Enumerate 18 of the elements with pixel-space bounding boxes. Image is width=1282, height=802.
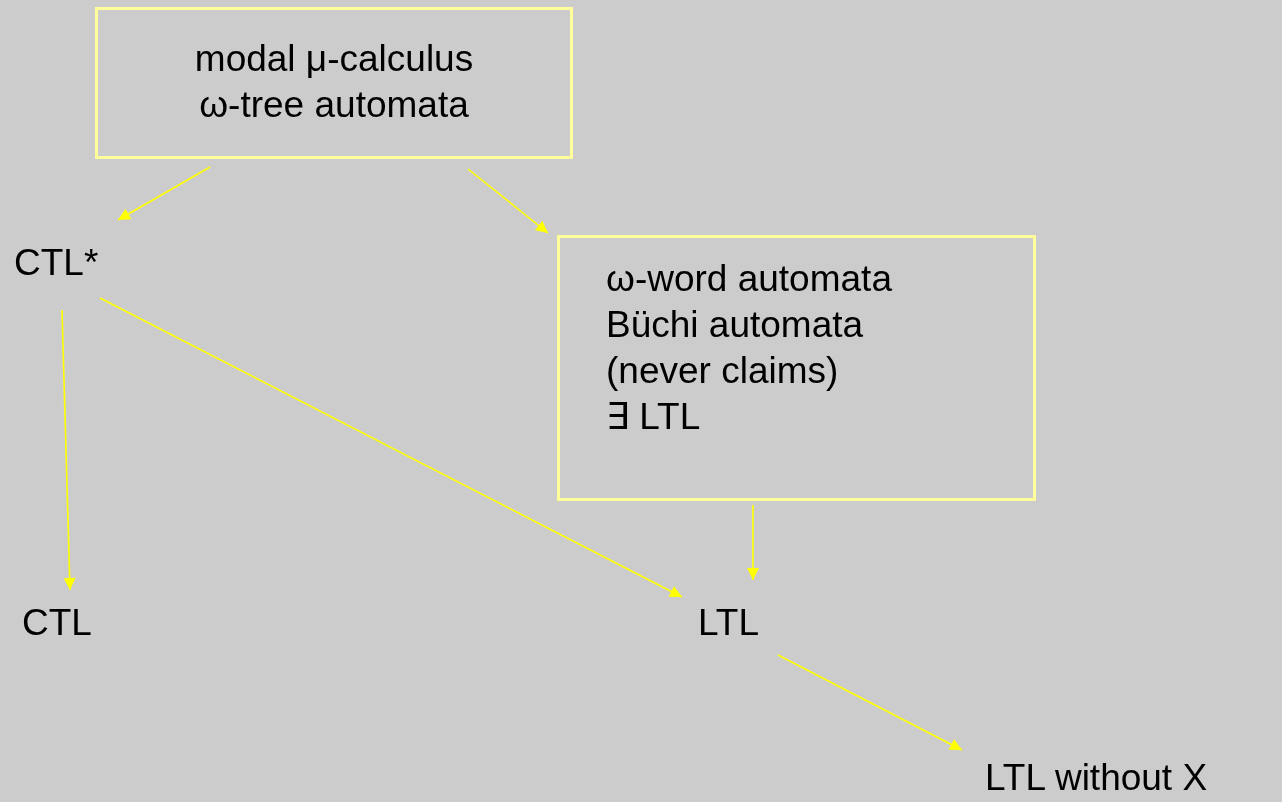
node-label: LTL without X bbox=[985, 756, 1209, 800]
box-text: ∃ LTL bbox=[606, 395, 702, 439]
arrow bbox=[777, 654, 963, 751]
arrow bbox=[747, 504, 759, 581]
box-text: (never claims) bbox=[606, 349, 840, 393]
text-box bbox=[95, 7, 573, 159]
box-text: ω-word automata bbox=[606, 257, 893, 301]
box-text: Büchi automata bbox=[606, 303, 865, 347]
arrow bbox=[467, 168, 549, 234]
arrow bbox=[117, 166, 211, 221]
node-label: CTL bbox=[22, 601, 93, 645]
arrow bbox=[99, 297, 683, 598]
text-box bbox=[557, 235, 1036, 501]
node-label: CTL* bbox=[14, 241, 100, 285]
box-text: ω-tree automata bbox=[198, 83, 470, 127]
arrow bbox=[61, 309, 76, 591]
node-label: LTL bbox=[698, 601, 760, 645]
box-text: modal μ-calculus bbox=[193, 37, 475, 81]
